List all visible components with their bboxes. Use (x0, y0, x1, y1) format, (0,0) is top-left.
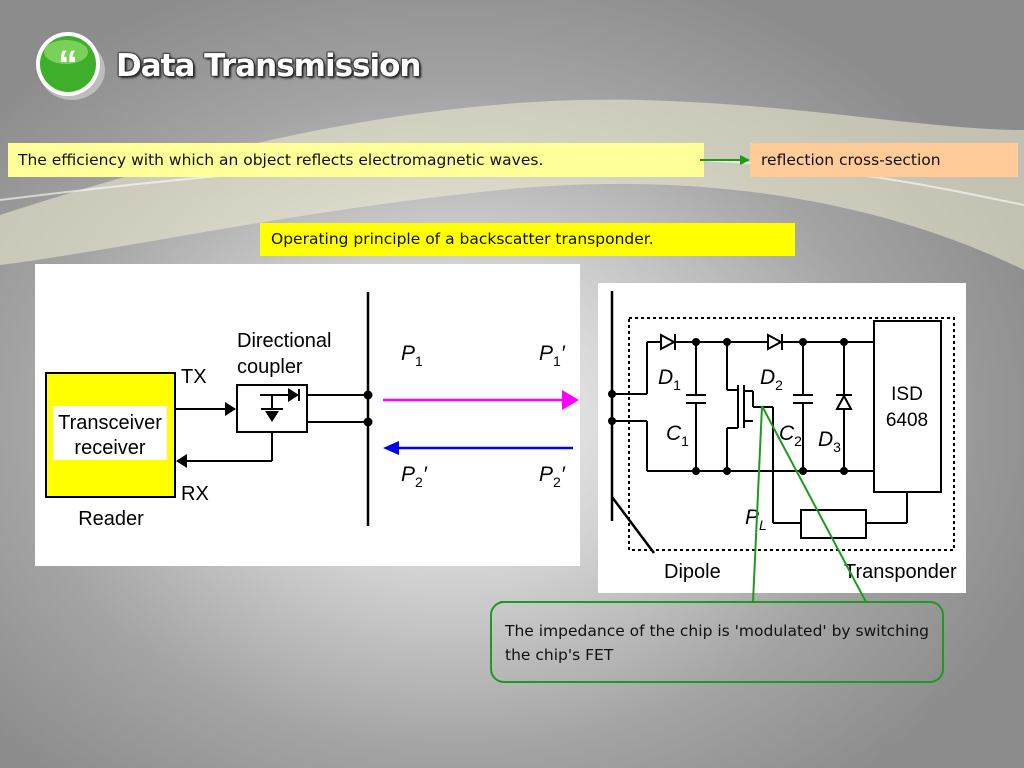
d3-label: D3 (818, 428, 841, 455)
p2-prime-label-right: P2′ (539, 463, 566, 490)
receiver-label: receiver (74, 437, 145, 459)
term-box: reflection cross-section (750, 143, 1018, 177)
c1-label: C1 (666, 422, 689, 449)
d2-label: D2 (760, 366, 783, 393)
p1-label: P1 (401, 342, 423, 369)
quote-bubble-icon: “ (34, 30, 106, 102)
transponder-diagram: ISD 6408 D1 D2 D3 C1 C2 PL Dipole Transp… (598, 283, 966, 593)
dipole-label: Dipole (664, 561, 721, 583)
p1-prime-label: P1′ (539, 342, 566, 369)
load-resistor (800, 509, 867, 539)
d1-label: D1 (658, 366, 681, 393)
isd-label-1: ISD (891, 384, 923, 405)
reader-diagram: Transceiver receiver Reader TX RX Direct… (35, 264, 580, 566)
transponder-label: Transponder (844, 561, 957, 583)
page-title: Data Transmission (116, 48, 421, 84)
diagram-caption: Operating principle of a backscatter tra… (260, 223, 795, 256)
pl-label: PL (745, 506, 767, 533)
transceiver-box (53, 406, 167, 460)
coupler-label-2: coupler (237, 356, 303, 378)
isd-chip (873, 320, 942, 493)
coupler-label-1: Directional (237, 330, 331, 352)
isd-label-2: 6408 (886, 410, 928, 431)
tx-label: TX (181, 366, 207, 388)
svg-text:“: “ (58, 43, 78, 87)
definition-arrow (700, 155, 750, 165)
fet-callout: The impedance of the chip is 'modulated'… (490, 601, 944, 683)
rx-label: RX (181, 483, 209, 505)
c2-label: C2 (779, 422, 802, 449)
p2-prime-label-left: P2′ (401, 463, 428, 490)
reader-label: Reader (78, 508, 144, 530)
definition-box: The efficiency with which an object refl… (8, 143, 704, 177)
transceiver-label: Transceiver (58, 412, 162, 434)
